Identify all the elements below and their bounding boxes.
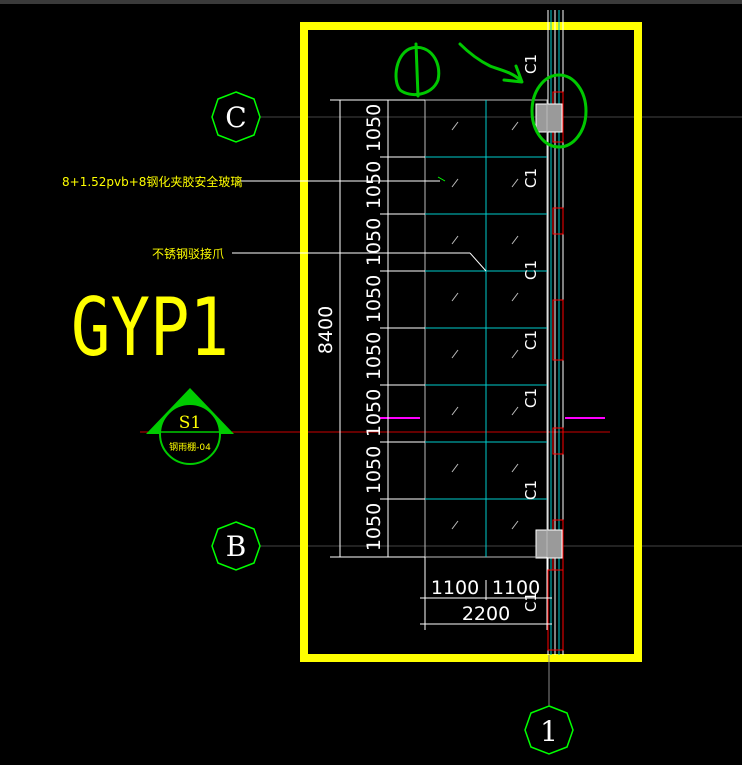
vertical-dimension-lines [330, 99, 425, 558]
section-ref-label: 钢雨棚-04 [169, 441, 211, 453]
svg-text:C: C [225, 101, 246, 134]
col-dimension-left: 1100 [431, 577, 479, 599]
glass-spec-label: 8+1.52pvb+8钢化夹胶安全玻璃 [62, 174, 242, 189]
row-dimension: 1050 [363, 332, 385, 380]
claw-spec-label: 不锈钢驳接爪 [152, 246, 224, 261]
c1-tag: C1 [522, 592, 540, 612]
svg-text:1: 1 [540, 715, 558, 748]
svg-text:B: B [226, 530, 247, 563]
glass-leader-arrow [437, 176, 446, 182]
c1-tag: C1 [522, 330, 540, 350]
horizontal-dimension-lines [420, 557, 552, 630]
section-mark-label: S1 [179, 413, 201, 433]
connection-block-top[interactable] [535, 103, 563, 133]
hand-annotation [394, 42, 588, 149]
row-dimension: 1050 [363, 275, 385, 323]
c1-tag: C1 [522, 54, 540, 74]
row-dimension: 1050 [363, 389, 385, 437]
row-dimension: 1050 [363, 104, 385, 152]
window-top-bar [0, 0, 742, 4]
red-mullions [547, 91, 564, 651]
total-width-dimension: 2200 [462, 603, 510, 625]
row-dimension: 1050 [363, 446, 385, 494]
highlight-frame [300, 22, 642, 662]
glass-panel-grid[interactable] [424, 99, 548, 558]
axis-bubble-b[interactable]: B [211, 521, 261, 571]
axis-bubble-1[interactable]: 1 [524, 705, 574, 755]
c1-tag: C1 [522, 260, 540, 280]
c1-tag: C1 [522, 388, 540, 408]
row-dimension: 1050 [363, 161, 385, 209]
total-height-dimension: 8400 [315, 306, 337, 354]
glass-hatch-marks [451, 121, 519, 530]
section-marker[interactable]: S1 钢雨棚-04 [146, 388, 234, 465]
row-dimension: 1050 [363, 218, 385, 266]
c1-tag: C1 [522, 480, 540, 500]
connection-block-bottom[interactable] [535, 529, 563, 559]
c1-tag: C1 [522, 168, 540, 188]
col-dimension-right: 1100 [492, 577, 540, 599]
row-dimension: 1050 [363, 503, 385, 551]
claw-leader-diagonal [469, 252, 487, 272]
drawing-title: GYP1 [71, 282, 229, 375]
axis-bubble-c[interactable]: C [211, 91, 261, 143]
